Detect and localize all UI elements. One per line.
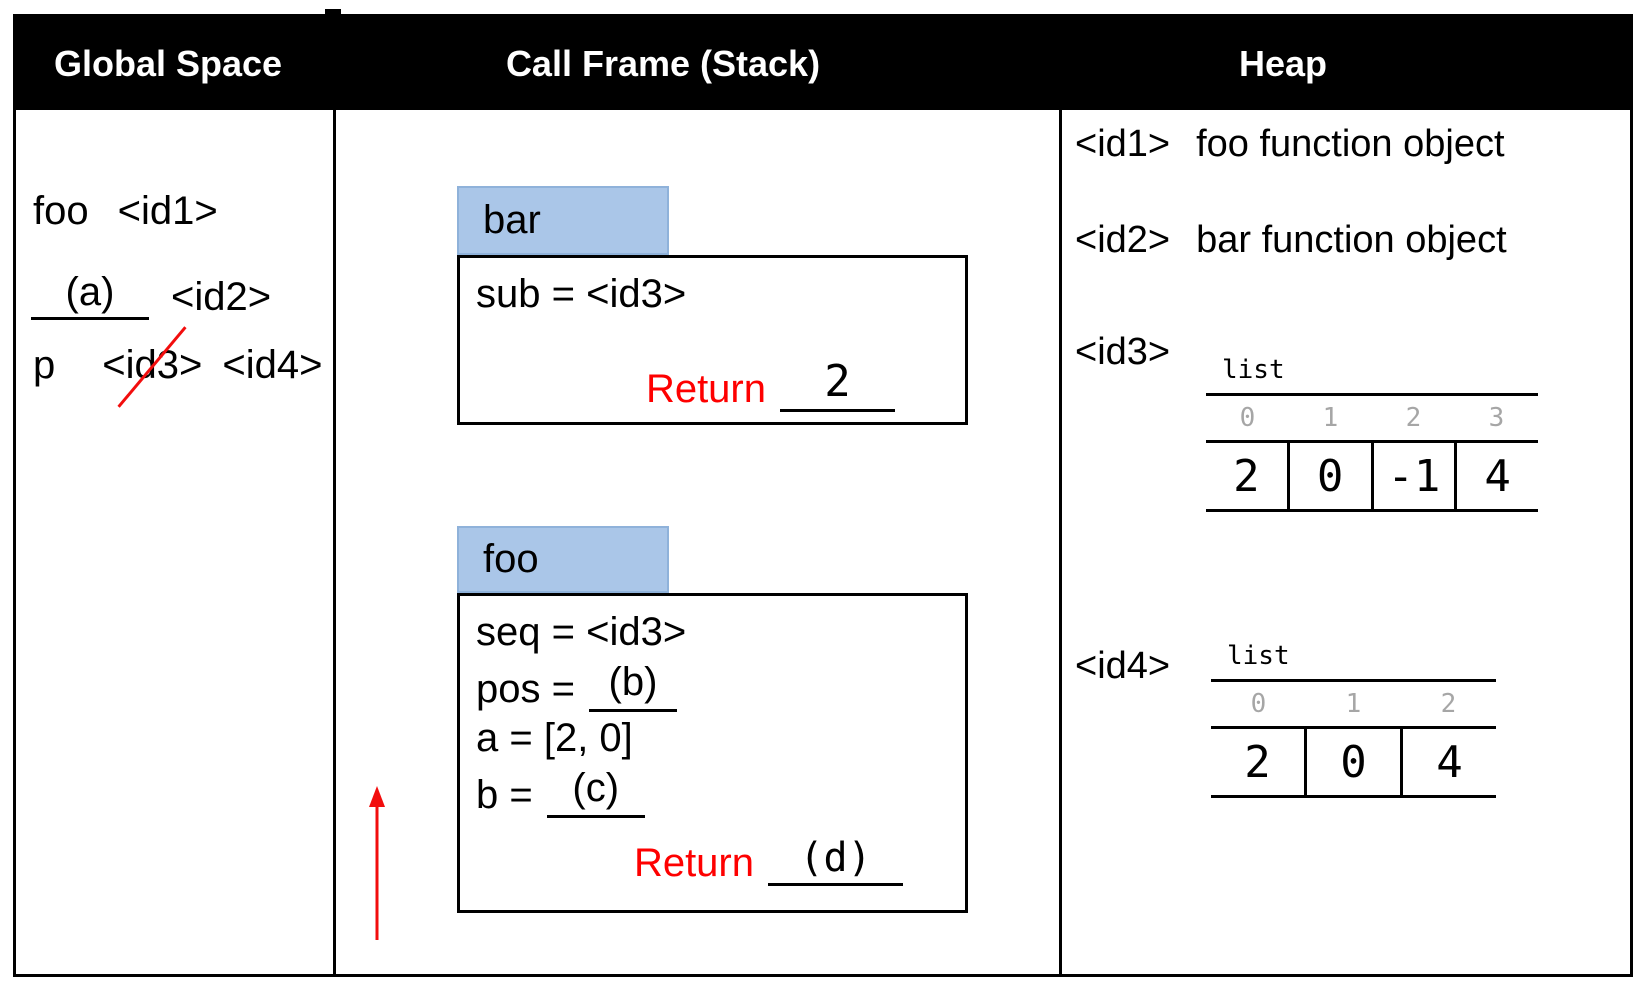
struck-old-value: <id3> xyxy=(102,326,203,409)
object-ref: <id2> xyxy=(1075,219,1171,261)
var-name: b = xyxy=(476,773,533,817)
frame-body-bar: sub = <id3> Return 2 xyxy=(457,255,968,425)
frame-var-line: seq = <id3> xyxy=(476,610,687,654)
blank-a-label: (a) xyxy=(65,270,115,314)
return-label: Return xyxy=(645,367,766,411)
return-value: (d) xyxy=(799,835,872,881)
object-ref: <id1> xyxy=(1075,123,1171,165)
var-name: pos = xyxy=(476,667,575,711)
frame-tab-bar: bar xyxy=(457,186,669,255)
return-label: Return xyxy=(633,841,754,885)
list-index: 0 xyxy=(1239,403,1256,433)
frame-var-line: a = [2, 0] xyxy=(476,716,633,760)
var-name: p xyxy=(33,343,56,387)
list-top-rule xyxy=(1206,393,1538,396)
list-index: 0 xyxy=(1250,689,1267,719)
list-value-row: 2 0 -1 4 xyxy=(1206,440,1538,512)
list-index: 2 xyxy=(1440,689,1457,719)
object-ref: <id3> xyxy=(1075,331,1171,373)
var-old-value: <id3> xyxy=(102,343,203,387)
divider-stack-heap xyxy=(1059,17,1062,974)
list-index-row: 0 1 2 xyxy=(1211,682,1496,726)
blank-b-label: (b) xyxy=(608,660,658,704)
header-bar xyxy=(16,17,1630,110)
object-ref: <id4> xyxy=(1075,645,1171,687)
global-var-p: p <id3> <id4> xyxy=(33,326,323,409)
frame-var-line: b = (c) xyxy=(476,763,965,820)
divider-global-stack xyxy=(333,17,336,974)
stack-pointer-arrow-icon xyxy=(368,786,385,940)
list-index: 2 xyxy=(1405,403,1422,433)
heap-object-id1: <id1> foo function object xyxy=(1075,123,1505,166)
arrow-head xyxy=(368,786,385,807)
list-index-row: 0 1 2 3 xyxy=(1206,396,1538,440)
frame-tab-foo: foo xyxy=(457,526,669,593)
list-value: 2 xyxy=(1244,736,1271,788)
return-row: Return 2 xyxy=(646,351,895,412)
return-blank: (d) xyxy=(768,825,903,886)
object-desc: foo function object xyxy=(1196,123,1505,165)
list-index: 1 xyxy=(1322,403,1339,433)
heap-object-id4: <id4> xyxy=(1075,645,1170,688)
frame-title: foo xyxy=(483,537,539,581)
heap-object-id2: <id2> bar function object xyxy=(1075,219,1507,262)
return-blank: 2 xyxy=(780,351,895,412)
list-value: 4 xyxy=(1454,443,1538,509)
heap-title: Heap xyxy=(1238,43,1328,84)
global-var-blank-a: (a) <id2> xyxy=(31,265,271,320)
list-object-id4: list 0 1 2 2 0 4 xyxy=(1211,641,1496,798)
list-object-id3: list 0 1 2 3 2 0 -1 4 xyxy=(1206,355,1538,512)
list-value: 0 xyxy=(1304,729,1400,795)
arrow-shaft xyxy=(375,804,378,940)
blank-c: (c) xyxy=(546,763,645,818)
frame-title: bar xyxy=(483,198,541,242)
list-index: 3 xyxy=(1488,403,1505,433)
frame-body-foo: seq = <id3> pos = (b) a = [2, 0] b = (c)… xyxy=(457,593,968,913)
list-index: 1 xyxy=(1345,689,1362,719)
var-value: <id4> xyxy=(222,343,323,387)
var-name: foo xyxy=(33,189,89,233)
return-row: Return (d) xyxy=(634,825,903,886)
list-value-row: 2 0 4 xyxy=(1211,726,1496,798)
global-space-title: Global Space xyxy=(53,43,283,84)
divider-tick xyxy=(325,9,341,15)
list-type-label: list xyxy=(1227,641,1290,671)
return-value: 2 xyxy=(824,356,851,407)
frame-var-line: sub = <id3> xyxy=(476,272,687,316)
frame-var-line: pos = (b) xyxy=(476,657,965,714)
call-frame-title: Call Frame (Stack) xyxy=(505,43,821,84)
var-value: <id1> xyxy=(117,189,218,233)
list-type-label: list xyxy=(1222,355,1285,385)
blank-c-label: (c) xyxy=(572,766,620,810)
blank-a: (a) xyxy=(31,265,149,320)
heap-object-id3: <id3> xyxy=(1075,331,1170,374)
blank-b: (b) xyxy=(588,657,677,712)
list-top-rule xyxy=(1211,679,1496,682)
list-value: -1 xyxy=(1370,443,1455,509)
global-var-foo: foo <id1> xyxy=(33,189,218,234)
memory-diagram: Global Space Call Frame (Stack) Heap foo… xyxy=(13,14,1633,977)
object-desc: bar function object xyxy=(1196,219,1507,261)
list-value: 4 xyxy=(1400,729,1496,795)
var-value: <id2> xyxy=(171,275,272,319)
list-value: 2 xyxy=(1233,450,1260,502)
list-value: 0 xyxy=(1286,443,1371,509)
